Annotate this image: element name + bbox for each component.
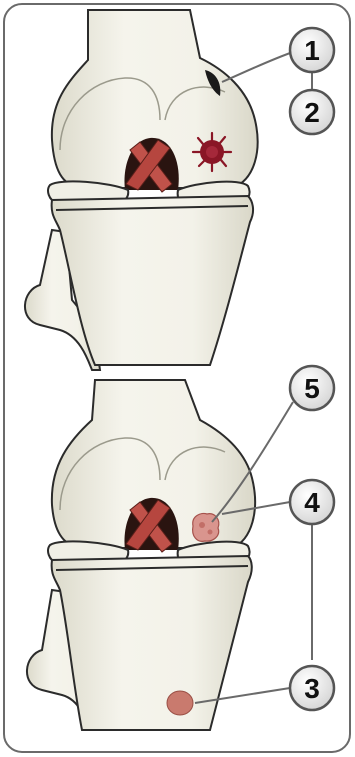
callout-4: 4 (290, 480, 334, 524)
donor-site-spot (167, 691, 193, 715)
callout-2: 2 (290, 90, 334, 134)
callout-5-label: 5 (304, 373, 320, 404)
callout-3: 3 (290, 666, 334, 710)
callout-5: 5 (290, 366, 334, 410)
callout-3-label: 3 (304, 673, 320, 704)
callout-4-label: 4 (304, 487, 320, 518)
callout-1: 1 (290, 28, 334, 72)
callout-1-label: 1 (304, 35, 320, 66)
callout-2-label: 2 (304, 97, 320, 128)
